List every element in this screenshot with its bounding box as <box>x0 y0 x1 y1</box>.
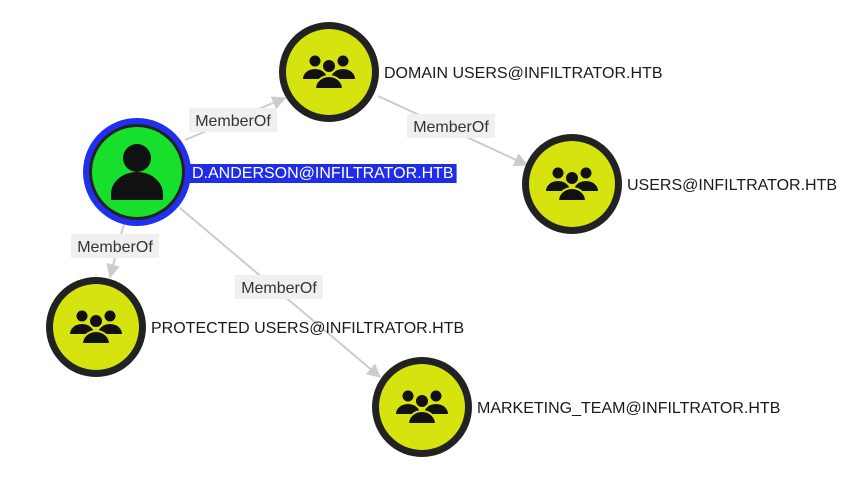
group-icon <box>546 167 598 202</box>
group-icon <box>70 310 122 345</box>
node-label[interactable]: USERS@INFILTRATOR.HTB <box>627 177 837 194</box>
edge-label[interactable]: MemberOf <box>195 113 271 130</box>
node-label[interactable]: PROTECTED USERS@INFILTRATOR.HTB <box>151 320 464 337</box>
node-users[interactable]: USERS@INFILTRATOR.HTB <box>522 134 837 234</box>
edge-danderson-domainusers[interactable]: MemberOf <box>184 96 287 141</box>
edge-domainusers-users[interactable]: MemberOf <box>377 95 529 167</box>
edge-label-background <box>71 234 159 258</box>
node-label[interactable]: DOMAIN USERS@INFILTRATOR.HTB <box>384 65 662 82</box>
group-icon <box>303 55 355 90</box>
selected-label-background <box>189 164 457 183</box>
edge-label[interactable]: MemberOf <box>413 119 489 136</box>
edge-label-background <box>189 108 277 132</box>
node-danderson[interactable]: D.ANDERSON@INFILTRATOR.HTB <box>83 118 457 226</box>
node-label[interactable]: MARKETING_TEAM@INFILTRATOR.HTB <box>477 400 780 417</box>
edge-danderson-marketing[interactable]: MemberOf <box>179 207 382 378</box>
group-icon <box>396 390 448 425</box>
node-protected[interactable]: PROTECTED USERS@INFILTRATOR.HTB <box>46 277 464 377</box>
edge-label[interactable]: MemberOf <box>77 239 153 256</box>
node-label[interactable]: D.ANDERSON@INFILTRATOR.HTB <box>192 165 454 182</box>
nodes-layer: D.ANDERSON@INFILTRATOR.HTB DOMAIN USERS@I… <box>46 22 837 457</box>
node-marketing[interactable]: MARKETING_TEAM@INFILTRATOR.HTB <box>372 357 780 457</box>
edge-label-background <box>235 275 323 299</box>
edge-label-background <box>407 114 495 138</box>
edge-danderson-protected[interactable]: MemberOf <box>71 219 159 279</box>
user-icon <box>111 144 163 200</box>
node-domainusers[interactable]: DOMAIN USERS@INFILTRATOR.HTB <box>279 22 662 122</box>
edge-label[interactable]: MemberOf <box>241 280 317 297</box>
